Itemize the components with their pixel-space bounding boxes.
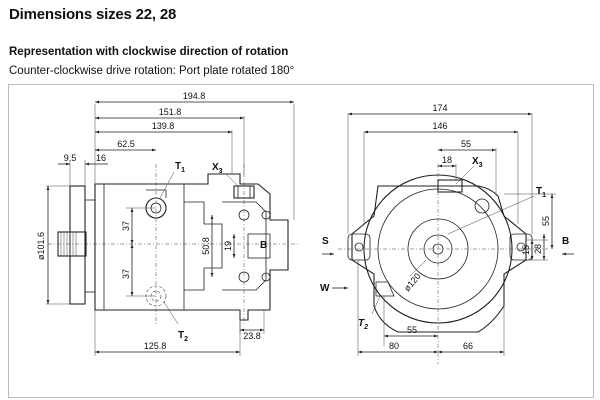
dim-37-upper: 37 bbox=[121, 221, 131, 231]
dim-146: 146 bbox=[432, 121, 447, 131]
dim-9-5: 9.5 bbox=[64, 153, 77, 163]
dim-151-8: 151.8 bbox=[159, 107, 182, 117]
dim-174: 174 bbox=[432, 103, 447, 113]
label-x3: X3 bbox=[212, 162, 223, 175]
dim-80: 80 bbox=[389, 341, 399, 351]
dim-55-right: 55 bbox=[541, 216, 551, 226]
label-t1: T1 bbox=[175, 161, 185, 174]
side-view-dimensions: 194.8 151.8 139.8 62.5 9.5 16 ø101.6 bbox=[36, 91, 295, 356]
dim-55-bottom: 55 bbox=[407, 325, 417, 335]
dim-101-6: ø101.6 bbox=[36, 232, 46, 260]
dim-125-8: 125.8 bbox=[144, 341, 167, 351]
dim-120: ø120 bbox=[402, 271, 423, 293]
label-s: S bbox=[322, 236, 329, 247]
front-view-outline bbox=[338, 164, 548, 364]
dim-23-8: 23.8 bbox=[243, 331, 261, 341]
front-view-dimensions: 174 146 55 18 55 15 28 bbox=[347, 103, 556, 356]
label-t1-front: T1 bbox=[536, 186, 546, 199]
label-b-front: B bbox=[562, 236, 569, 247]
dim-28: 28 bbox=[533, 244, 543, 254]
page-title: Dimensions sizes 22, 28 bbox=[9, 6, 177, 23]
label-x3-front: X3 bbox=[472, 156, 483, 169]
dim-37-lower: 37 bbox=[121, 269, 131, 279]
dim-55-top: 55 bbox=[461, 139, 471, 149]
dimension-drawing: 194.8 151.8 139.8 62.5 9.5 16 ø101.6 bbox=[36, 91, 574, 364]
dim-194-8: 194.8 bbox=[183, 91, 206, 101]
label-w: W bbox=[320, 283, 330, 294]
dim-16: 16 bbox=[96, 153, 106, 163]
front-view: 174 146 55 18 55 15 28 bbox=[320, 103, 574, 364]
dim-15: 15 bbox=[521, 245, 531, 255]
label-t2: T2 bbox=[178, 330, 188, 343]
front-view-labels: X3 T1 T2 S B W bbox=[320, 156, 574, 331]
dim-66: 66 bbox=[463, 341, 473, 351]
dim-19: 19 bbox=[223, 241, 233, 251]
section-subtitle: Representation with clockwise direction … bbox=[9, 46, 289, 58]
side-view-labels: T1 T2 X3 B bbox=[159, 161, 267, 343]
side-view: 194.8 151.8 139.8 62.5 9.5 16 ø101.6 bbox=[36, 91, 298, 356]
dim-18: 18 bbox=[442, 155, 452, 165]
rotation-note: Counter-clockwise drive rotation: Port p… bbox=[9, 65, 295, 77]
side-view-outline bbox=[48, 164, 298, 324]
drawing-frame bbox=[8, 84, 594, 398]
dim-62-5: 62.5 bbox=[117, 139, 135, 149]
label-b: B bbox=[260, 240, 267, 251]
label-t2-front: T2 bbox=[358, 318, 368, 331]
dim-139-8: 139.8 bbox=[152, 121, 175, 131]
dim-50-8: 50.8 bbox=[201, 237, 211, 255]
